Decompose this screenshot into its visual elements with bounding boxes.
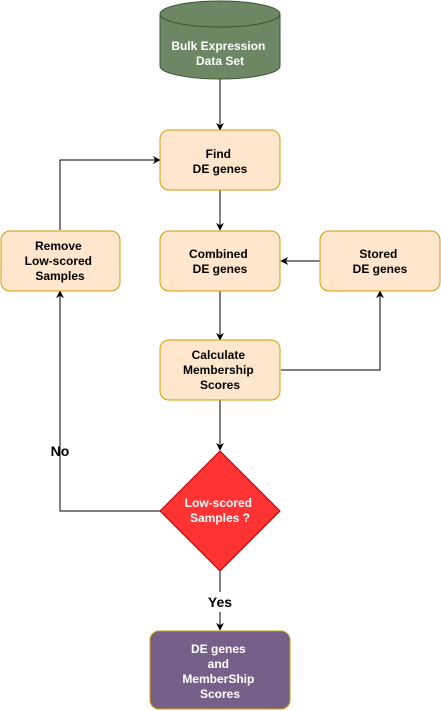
- node-remove-low-scored-samples: Remove Low-scored Samples: [0, 230, 121, 292]
- node-output-label: DE genes and MemberShip Scores: [182, 642, 257, 701]
- node-stored-de-genes: Stored DE genes: [319, 230, 441, 292]
- edge-label-yes: Yes: [208, 594, 232, 610]
- node-low-scored-samples-decision: Low-scored Samples ?: [159, 450, 281, 572]
- node-find-de-line-1: Find: [206, 147, 231, 161]
- node-stored-de-line-1: Stored: [359, 247, 397, 261]
- edge-remove-to-find: [59, 156, 161, 230]
- edge-calc-to-stored: [281, 290, 384, 371]
- node-calc-line-2: Membership: [183, 363, 254, 377]
- datastore-cylinder-top: [159, 0, 281, 28]
- node-output-line-1: DE genes: [191, 642, 246, 656]
- node-output-de-genes-membership-scores: DE genes and MemberShip Scores: [149, 630, 291, 710]
- node-find-de-line-2: DE genes: [193, 162, 248, 176]
- edge-decision-no-to-remove: [56, 290, 160, 512]
- node-bulk-expression-line-2: Data Set: [196, 54, 244, 68]
- node-combined-de-genes-label: Combined DE genes: [189, 247, 251, 276]
- edge-label-no: No: [51, 443, 70, 459]
- node-decision-line-1: Low-scored: [185, 496, 252, 510]
- node-remove-line-2: Low-scored: [25, 254, 92, 268]
- node-combined-de-line-1: Combined: [189, 247, 248, 261]
- node-remove-line-1: Remove: [35, 239, 82, 253]
- node-find-de-genes: Find DE genes: [159, 129, 281, 191]
- node-calc-line-3: Scores: [200, 378, 240, 392]
- node-output-line-4: Scores: [200, 687, 240, 701]
- node-combined-de-genes: Combined DE genes: [159, 230, 281, 292]
- node-decision-line-2: Samples ?: [190, 511, 250, 525]
- node-calc-line-1: Calculate: [192, 348, 246, 362]
- node-decision-label: Low-scored Samples ?: [185, 496, 256, 525]
- node-find-de-genes-label: Find DE genes: [193, 147, 248, 176]
- node-output-line-3: MemberShip: [182, 672, 254, 686]
- node-combined-de-line-2: DE genes: [193, 262, 248, 276]
- node-bulk-expression-label: Bulk Expression Data Set: [171, 39, 268, 68]
- node-remove-low-scored-label: Remove Low-scored Samples: [25, 239, 96, 283]
- node-remove-line-3: Samples: [35, 269, 85, 283]
- node-bulk-expression-data-set: Bulk Expression Data Set: [159, 0, 281, 80]
- datastore-cylinder-body: [159, 14, 281, 80]
- node-calc-membership-label: Calculate Membership Scores: [183, 348, 257, 392]
- node-calculate-membership-scores: Calculate Membership Scores: [159, 339, 281, 401]
- node-bulk-expression-line-1: Bulk Expression: [171, 39, 265, 53]
- node-stored-de-line-2: DE genes: [353, 262, 408, 276]
- edge-label-yes-bg: [203, 592, 239, 612]
- node-stored-de-genes-label: Stored DE genes: [353, 247, 408, 276]
- node-output-line-2: and: [208, 657, 229, 671]
